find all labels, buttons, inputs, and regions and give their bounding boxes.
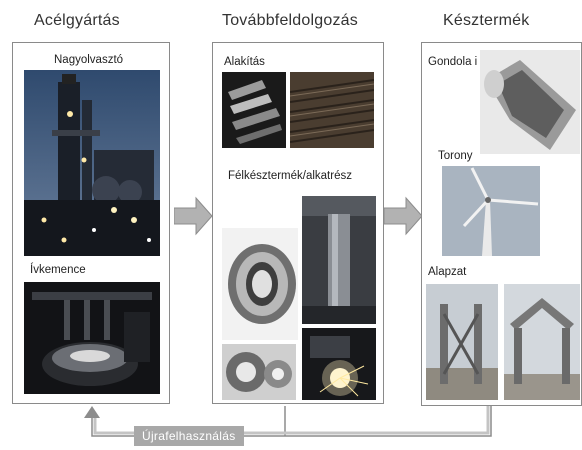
steel-bars-photo: [290, 72, 374, 148]
arc-furnace-photo: [24, 282, 160, 394]
bearing-ring-photo: [222, 228, 298, 340]
foundation-photo-right: [504, 284, 580, 400]
forming-label: Alakítás: [224, 56, 265, 68]
flow-arrow-1: [174, 196, 213, 236]
blast-furnace-photo: [24, 70, 160, 256]
wind-tower-photo: [442, 166, 540, 256]
recycle-label: Újrafelhasználás: [134, 426, 244, 446]
gondola-label: Gondola i: [428, 56, 478, 68]
tower-label: Torony: [438, 150, 473, 162]
column-title-processing: Továbbfeldolgozás: [222, 12, 358, 29]
semi-product-label: Félkésztermék/alkatrész: [228, 170, 352, 182]
welding-sparks-photo: [302, 328, 376, 400]
column-title-product: Késztermék: [443, 12, 530, 29]
gear-parts-photo: [222, 344, 296, 400]
foundation-label: Alapzat: [428, 266, 467, 278]
workshop-column-photo: [302, 196, 376, 324]
arc-furnace-label: Ívkemence: [30, 264, 86, 276]
blast-furnace-label: Nagyolvasztó: [54, 54, 124, 66]
steel-profiles-photo: [222, 72, 286, 148]
foundation-photo-left: [426, 284, 498, 400]
flow-arrow-2: [384, 196, 423, 236]
column-title-steelmaking: Acélgyártás: [34, 12, 120, 29]
gondola-photo: [480, 50, 580, 154]
